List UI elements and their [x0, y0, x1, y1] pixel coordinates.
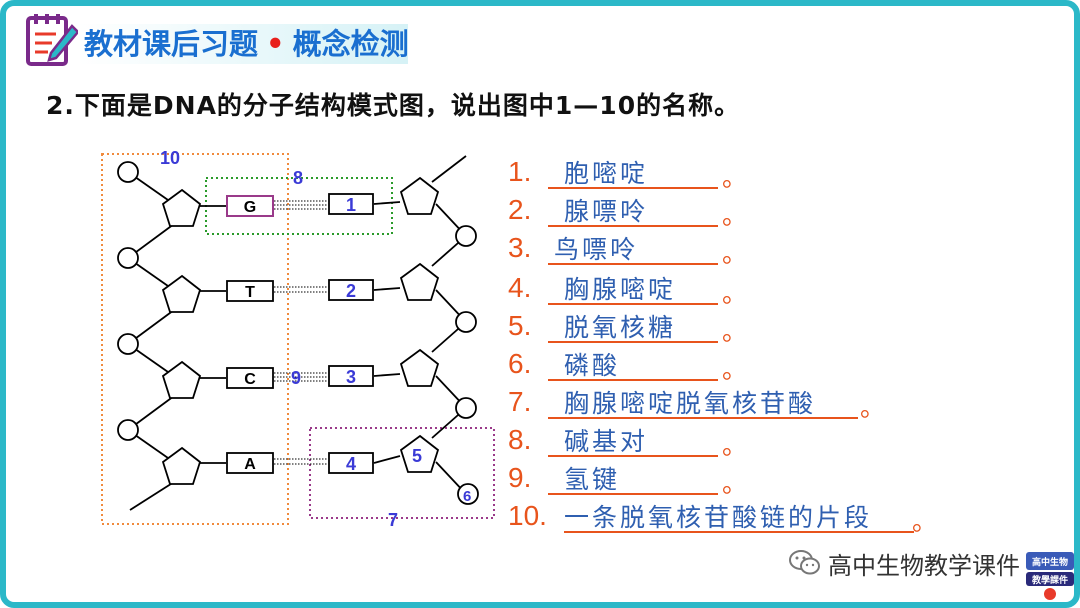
answer-period: 。	[912, 507, 938, 536]
answer-text: 氢键	[564, 465, 621, 494]
deoxyribose-pentagon	[161, 188, 202, 227]
answer-underline	[548, 417, 858, 419]
base-box-t	[226, 280, 274, 302]
answer-number: 3.	[508, 232, 532, 263]
question-text: 2.下面是DNA的分子结构模式图，说出图中1—10的名称。	[46, 91, 741, 120]
answer-text: 鸟嘌呤	[554, 235, 639, 264]
answer-number: 7.	[508, 386, 532, 417]
phosphate-circle	[117, 161, 139, 183]
deoxyribose-pentagon	[399, 348, 440, 387]
label-7: 7	[388, 510, 398, 530]
answer-underline	[548, 341, 718, 343]
deoxyribose-pentagon	[399, 176, 440, 215]
base-a-label: A	[244, 456, 256, 473]
base-box-g	[226, 195, 274, 217]
label-6: 6	[463, 488, 471, 505]
answer-number: 8.	[508, 424, 532, 455]
label-3: 3	[346, 367, 356, 387]
answer-number: 2.	[508, 194, 532, 225]
phosphate-circle	[455, 311, 477, 333]
brand-logo-graphic: 高中生物 教學課件	[1026, 552, 1074, 600]
answer-text: 胸腺嘧啶	[564, 275, 677, 304]
title-dot: •	[266, 27, 285, 61]
label-5: 5	[412, 446, 422, 466]
base-box-2	[328, 279, 374, 301]
nucleotide-box	[309, 427, 495, 519]
answer-number: 9.	[508, 462, 532, 493]
base-box-a	[226, 452, 274, 474]
deoxyribose-pentagon	[161, 274, 202, 313]
answer-period: 。	[722, 201, 748, 230]
answer-period: 。	[722, 163, 748, 192]
phosphate-circle	[457, 483, 479, 505]
answer-number: 6.	[508, 348, 532, 379]
answer-number: 1.	[508, 156, 532, 187]
label-10: 10	[160, 148, 180, 168]
base-t-label: T	[245, 284, 255, 301]
answer-number: 4.	[508, 272, 532, 303]
wechat-icon	[789, 550, 820, 575]
answer-period: 。	[722, 355, 748, 384]
answer-underline	[564, 531, 914, 533]
title-right: 概念检测	[292, 27, 409, 61]
notepad-pencil-icon	[26, 14, 80, 66]
phosphate-circle	[117, 247, 139, 269]
phosphate-circle	[117, 333, 139, 355]
title-background	[78, 24, 408, 64]
deoxyribose-pentagon	[161, 360, 202, 399]
answer-period: 。	[722, 239, 748, 268]
base-c-label: C	[244, 371, 256, 388]
label-9: 9	[291, 368, 301, 388]
answer-underline	[548, 303, 718, 305]
answer-period: 。	[722, 469, 748, 498]
answer-number: 10.	[508, 500, 547, 531]
answer-underline	[548, 493, 718, 495]
base-box-3	[328, 365, 374, 387]
watermark-text: 高中生物教学课件	[828, 552, 1020, 580]
answer-text: 胸腺嘧啶脱氧核苷酸	[564, 389, 817, 418]
deoxyribose-pentagon	[399, 434, 440, 473]
deoxyribose-pentagon	[161, 446, 202, 485]
base-box-1	[328, 193, 374, 215]
answer-text: 一条脱氧核苷酸链的片段	[564, 503, 873, 532]
answer-text: 腺嘌呤	[564, 197, 649, 226]
strand-fragment-box	[101, 153, 289, 525]
answer-text: 碱基对	[564, 427, 649, 456]
brand-logo: 高中生物 教學課件	[1024, 548, 1076, 600]
label-8: 8	[293, 168, 303, 188]
answer-text: 脱氧核糖	[564, 313, 677, 342]
answer-text: 磷酸	[564, 351, 621, 380]
answer-number: 5.	[508, 310, 532, 341]
label-2: 2	[346, 281, 356, 301]
svg-text:教學課件: 教學課件	[1031, 574, 1068, 586]
base-box-4	[328, 452, 374, 474]
answer-underline	[548, 455, 718, 457]
answer-underline	[548, 263, 718, 265]
answer-underline	[548, 379, 718, 381]
answer-text: 胞嘧啶	[564, 159, 649, 188]
svg-text:高中生物: 高中生物	[1032, 556, 1068, 568]
phosphate-circle	[455, 397, 477, 419]
answer-period: 。	[722, 279, 748, 308]
label-4: 4	[346, 454, 356, 474]
answer-underline	[548, 225, 718, 227]
base-g-label: G	[244, 199, 256, 216]
title-left: 教材课后习题	[84, 27, 259, 61]
phosphate-circle	[455, 225, 477, 247]
answer-period: 。	[860, 393, 886, 422]
answer-period: 。	[722, 431, 748, 460]
deoxyribose-pentagon	[399, 262, 440, 301]
answer-underline	[548, 187, 718, 189]
base-box-c	[226, 367, 274, 389]
section-title: 教材课后习题•概念检测	[80, 22, 413, 66]
phosphate-circle	[117, 419, 139, 441]
label-1: 1	[346, 195, 356, 215]
answer-period: 。	[722, 317, 748, 346]
